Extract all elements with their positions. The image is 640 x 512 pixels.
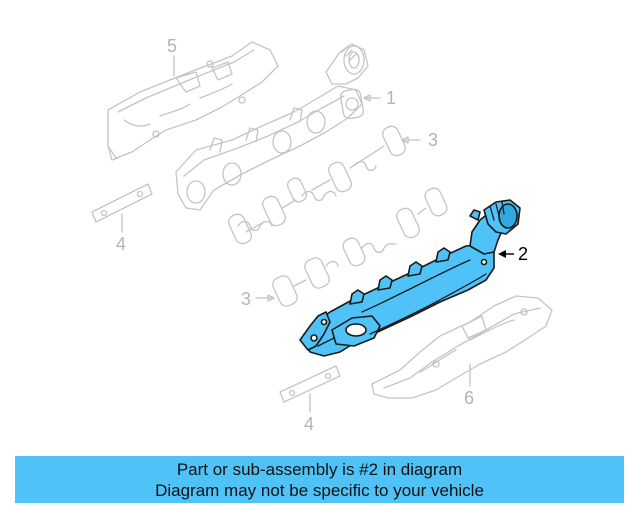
- banner-line-2: Diagram may not be specific to your vehi…: [155, 480, 484, 500]
- callout-3-upper-label: 3: [428, 130, 438, 150]
- lower-heat-shield: [371, 295, 553, 399]
- callout-2-arrowhead: [498, 250, 506, 258]
- callout-3-lower-label: 3: [241, 289, 251, 309]
- upper-gasket-set: [228, 125, 406, 245]
- callout-1-label: 1: [386, 88, 396, 108]
- flange-gasket: [340, 88, 364, 120]
- callout-2-label[interactable]: 2: [518, 244, 528, 264]
- parts-diagram: 5 1 3 4: [91, 36, 553, 434]
- upper-heat-shield: [107, 41, 279, 161]
- callout-4-upper-label: 4: [116, 234, 126, 254]
- info-banner: Part or sub-assembly is #2 in diagram Di…: [15, 456, 624, 503]
- lower-gasket-set: [272, 187, 448, 307]
- callout-5-label: 5: [167, 36, 177, 56]
- banner-line-1: Part or sub-assembly is #2 in diagram: [176, 459, 463, 479]
- upper-exhaust-manifold: [175, 43, 369, 211]
- upper-bracket-plate: [91, 183, 153, 223]
- highlighted-exhaust-manifold[interactable]: [299, 199, 521, 357]
- callout-6-label: 6: [464, 388, 474, 408]
- callout-4-lower-label: 4: [304, 414, 314, 434]
- lower-bracket-plate: [279, 365, 341, 403]
